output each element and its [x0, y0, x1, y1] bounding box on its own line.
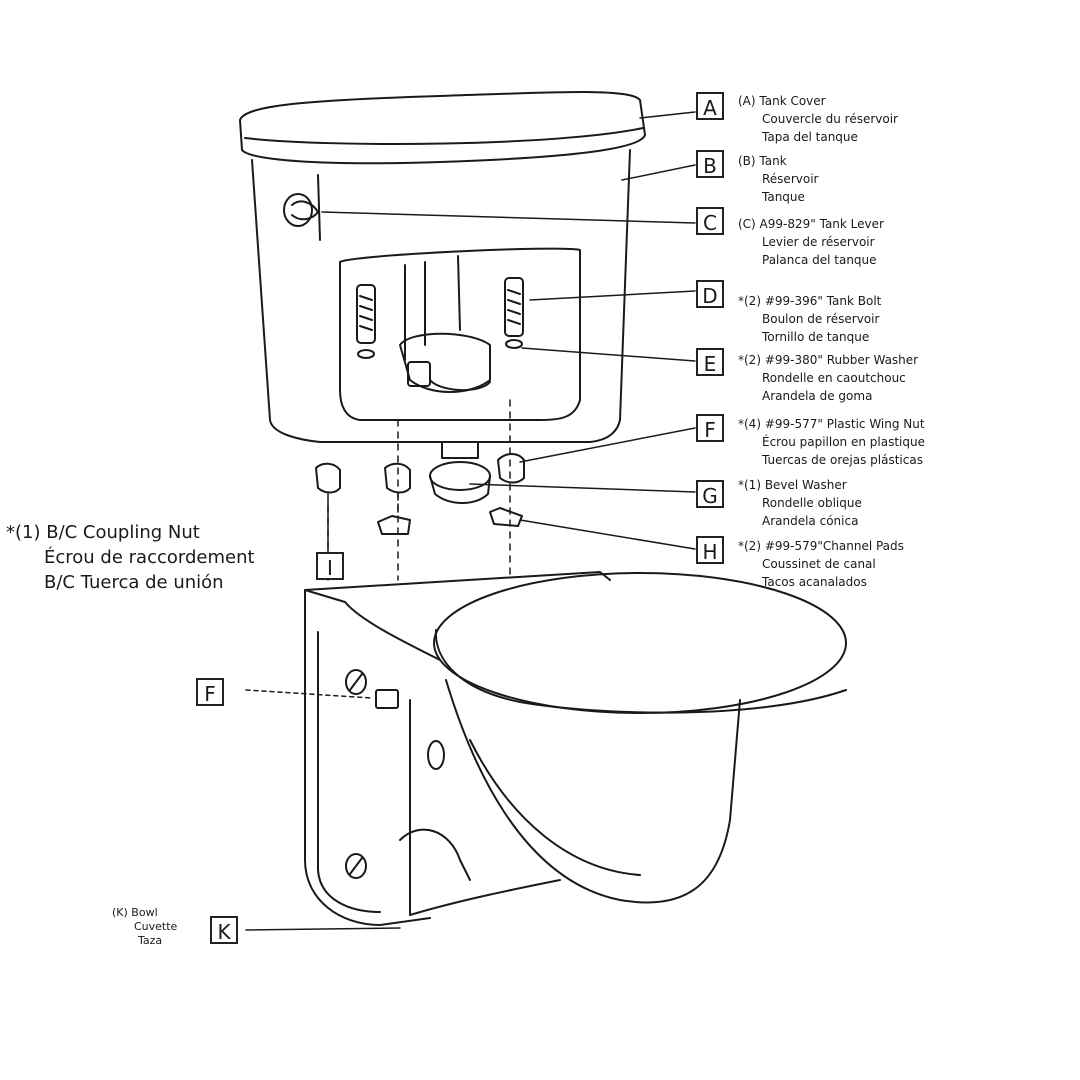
label-en: *(4) #99-577" Plastic Wing Nut: [738, 417, 925, 431]
label-en: (B) Tank: [738, 154, 787, 168]
label-es: Tornillo de tanque: [762, 330, 870, 344]
label-bevel-washer: *(1) Bevel Washer Rondelle oblique Arand…: [738, 476, 862, 530]
label-rubber-washer: *(2) #99-380" Rubber Washer Rondelle en …: [738, 351, 918, 405]
label-en: *(2) #99-380" Rubber Washer: [738, 353, 919, 367]
label-es: Arandela de goma: [762, 389, 873, 403]
label-fr: Couvercle du réservoir: [762, 112, 898, 126]
label-fr: Réservoir: [762, 172, 819, 186]
label-fr: Boulon de réservoir: [762, 312, 880, 326]
label-fr: Rondelle en caoutchouc: [762, 371, 906, 385]
label-en: *(1) B/C Coupling Nut: [6, 522, 200, 543]
label-en: (A) Tank Cover: [738, 94, 826, 108]
label-es: Taza: [138, 934, 163, 947]
label-tank-lever: (C) A99-829" Tank Lever Levier de réserv…: [738, 215, 884, 269]
bowl: [304, 571, 847, 926]
label-en: *(2) #99-396" Tank Bolt: [738, 294, 882, 308]
tank-cover: [239, 91, 646, 165]
label-channel-pads: *(2) #99-579"Channel Pads Coussinet de c…: [738, 537, 904, 591]
label-en: *(1) Bevel Washer: [738, 478, 847, 492]
tank-internals: [356, 255, 524, 393]
tank-lever: [283, 193, 319, 227]
label-tank-bolt: *(2) #99-396" Tank Bolt Boulon de réserv…: [738, 292, 881, 346]
label-coupling-nut: *(1) B/C Coupling Nut Écrou de raccordem…: [6, 520, 255, 595]
badge-f: F: [696, 414, 724, 442]
label-es: Arandela cónica: [762, 514, 859, 528]
label-fr: Coussinet de canal: [762, 557, 876, 571]
label-fr: Écrou de raccordement: [44, 547, 255, 568]
label-en: *(2) #99-579"Channel Pads: [738, 539, 904, 553]
badge-f-bowl: F: [196, 678, 224, 706]
label-es: B/C Tuerca de unión: [44, 572, 224, 593]
label-es: Tanque: [762, 190, 805, 204]
badge-e: E: [696, 348, 724, 376]
leader-lines: [245, 111, 696, 931]
label-es: Tapa del tanque: [762, 130, 858, 144]
label-wing-nut: *(4) #99-577" Plastic Wing Nut Écrou pap…: [738, 415, 925, 469]
badge-a: A: [696, 92, 724, 120]
badge-g: G: [696, 480, 724, 508]
badge-i: I: [316, 552, 344, 580]
badge-d: D: [696, 280, 724, 308]
label-es: Palanca del tanque: [762, 253, 877, 267]
label-tank-cover: (A) Tank Cover Couvercle du réservoir Ta…: [738, 92, 898, 146]
tank-body: [251, 149, 631, 443]
label-tank: (B) Tank Réservoir Tanque: [738, 152, 818, 206]
label-bowl: (K) Bowl Cuvette Taza: [112, 906, 178, 948]
label-en: (C) A99-829" Tank Lever: [738, 217, 884, 231]
label-fr: Écrou papillon en plastique: [762, 435, 925, 449]
badge-k: K: [210, 916, 238, 944]
badge-h: H: [696, 536, 724, 564]
label-fr: Rondelle oblique: [762, 496, 862, 510]
hardware: [315, 441, 525, 535]
label-fr: Levier de réservoir: [762, 235, 875, 249]
label-en: (K) Bowl: [112, 906, 158, 919]
label-es: Tacos acanalados: [762, 575, 867, 589]
badge-c: C: [696, 207, 724, 235]
badge-b: B: [696, 150, 724, 178]
label-fr: Cuvette: [134, 920, 178, 933]
label-es: Tuercas de orejas plásticas: [762, 453, 923, 467]
alignment-lines: [327, 399, 511, 581]
